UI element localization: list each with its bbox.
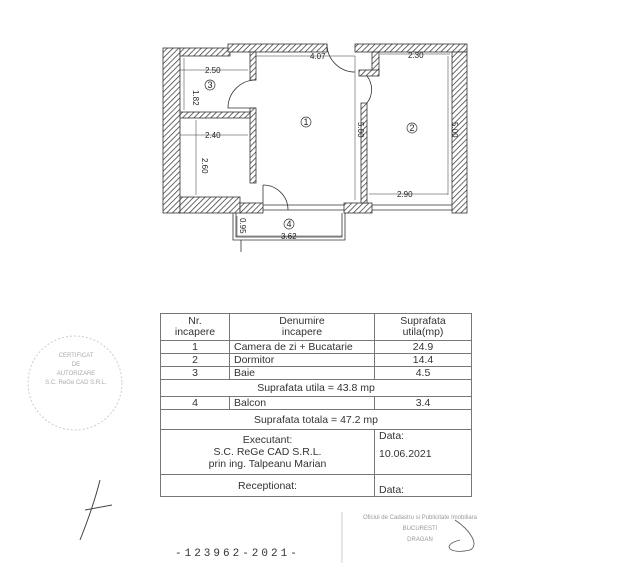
stamp-line: S.C. ReGe CAD S.R.L.: [45, 380, 107, 386]
dim-hall-height: 2.60: [200, 158, 209, 174]
room-label-1: 1: [303, 117, 308, 127]
row-area: 4.5: [374, 366, 472, 380]
receptionat-date-label: Data:: [374, 474, 472, 497]
row-nr: 2: [160, 353, 230, 367]
room-label-3: 3: [207, 80, 212, 90]
signature-left: [79, 479, 113, 541]
dim-hall-width: 2.40: [205, 131, 221, 140]
left-stamp: CERTIFICAT DE AUTORIZARE S.C. ReGe CAD S…: [40, 352, 112, 388]
dim-balcony-depth: 0.95: [238, 218, 247, 234]
date-label: Data:: [379, 430, 405, 442]
executant-cell: Executant: S.C. ReGe CAD S.R.L. prin ing…: [160, 429, 375, 475]
date-cell: Data: 10.06.2021: [374, 429, 472, 475]
area-table: Nr. incapere Denumire incapere Suprafata…: [160, 313, 472, 497]
useful-total: Suprafata utila = 43.8 mp: [160, 379, 472, 397]
bath-door: [227, 79, 257, 109]
stamp-line: AUTORIZARE: [56, 371, 96, 377]
executant-company: S.C. ReGe CAD S.R.L.: [213, 446, 322, 458]
room-label-2: 2: [409, 123, 414, 133]
row-nr: 4: [160, 396, 230, 410]
row-name: Balcon: [229, 396, 375, 410]
executant-person: prin ing. Talpeanu Marian: [208, 458, 327, 470]
header-nr: Nr. incapere: [160, 313, 230, 341]
row-name: Baie: [229, 366, 375, 380]
row-name: Dormitor: [229, 353, 375, 367]
table-header: Nr. incapere Denumire incapere Suprafata…: [160, 313, 472, 341]
row-area: 24.9: [374, 340, 472, 354]
left-stamp-ring: [27, 335, 123, 431]
serial-number: -123962-2021-: [175, 548, 300, 560]
row-area: 3.4: [374, 396, 472, 410]
dim-top-room2: 2.30: [408, 51, 424, 60]
dim-room1-height: 5.00: [356, 122, 365, 138]
signature-right: [448, 519, 475, 552]
executant-label: Executant:: [242, 434, 293, 446]
dim-room2-width: 2.90: [397, 190, 413, 199]
stamp-line: BUCURESTI: [402, 526, 438, 532]
dim-bath-width: 2.50: [205, 66, 221, 75]
room-label-4: 4: [286, 219, 291, 229]
stamp-line: Oficiul de Cadastru si Publicitate Imobi…: [362, 515, 478, 521]
dim-bath-height: 1.82: [191, 90, 200, 106]
date-value: 10.06.2021: [379, 448, 432, 460]
receptionat-label: Receptionat:: [160, 474, 375, 497]
stamp-line: CERTIFICAT: [58, 353, 94, 359]
dim-top-room1: 4.07: [310, 52, 326, 61]
row-area: 14.4: [374, 353, 472, 367]
right-stamp: Oficiul de Cadastru si Publicitate Imobi…: [340, 513, 500, 546]
dim-room2-height: 5.00: [450, 122, 459, 138]
stamp-line: DE: [71, 362, 81, 368]
header-name: Denumire incapere: [229, 313, 375, 341]
row-nr: 1: [160, 340, 230, 354]
row-nr: 3: [160, 366, 230, 380]
stamp-line: DRAGAN: [407, 537, 433, 543]
row-name: Camera de zi + Bucatarie: [229, 340, 375, 354]
grand-total: Suprafata totala = 47.2 mp: [160, 409, 472, 430]
header-area: Suprafata utila(mp): [374, 313, 472, 341]
dim-balcony-width: 3.62: [281, 232, 297, 241]
walls: [162, 43, 468, 214]
